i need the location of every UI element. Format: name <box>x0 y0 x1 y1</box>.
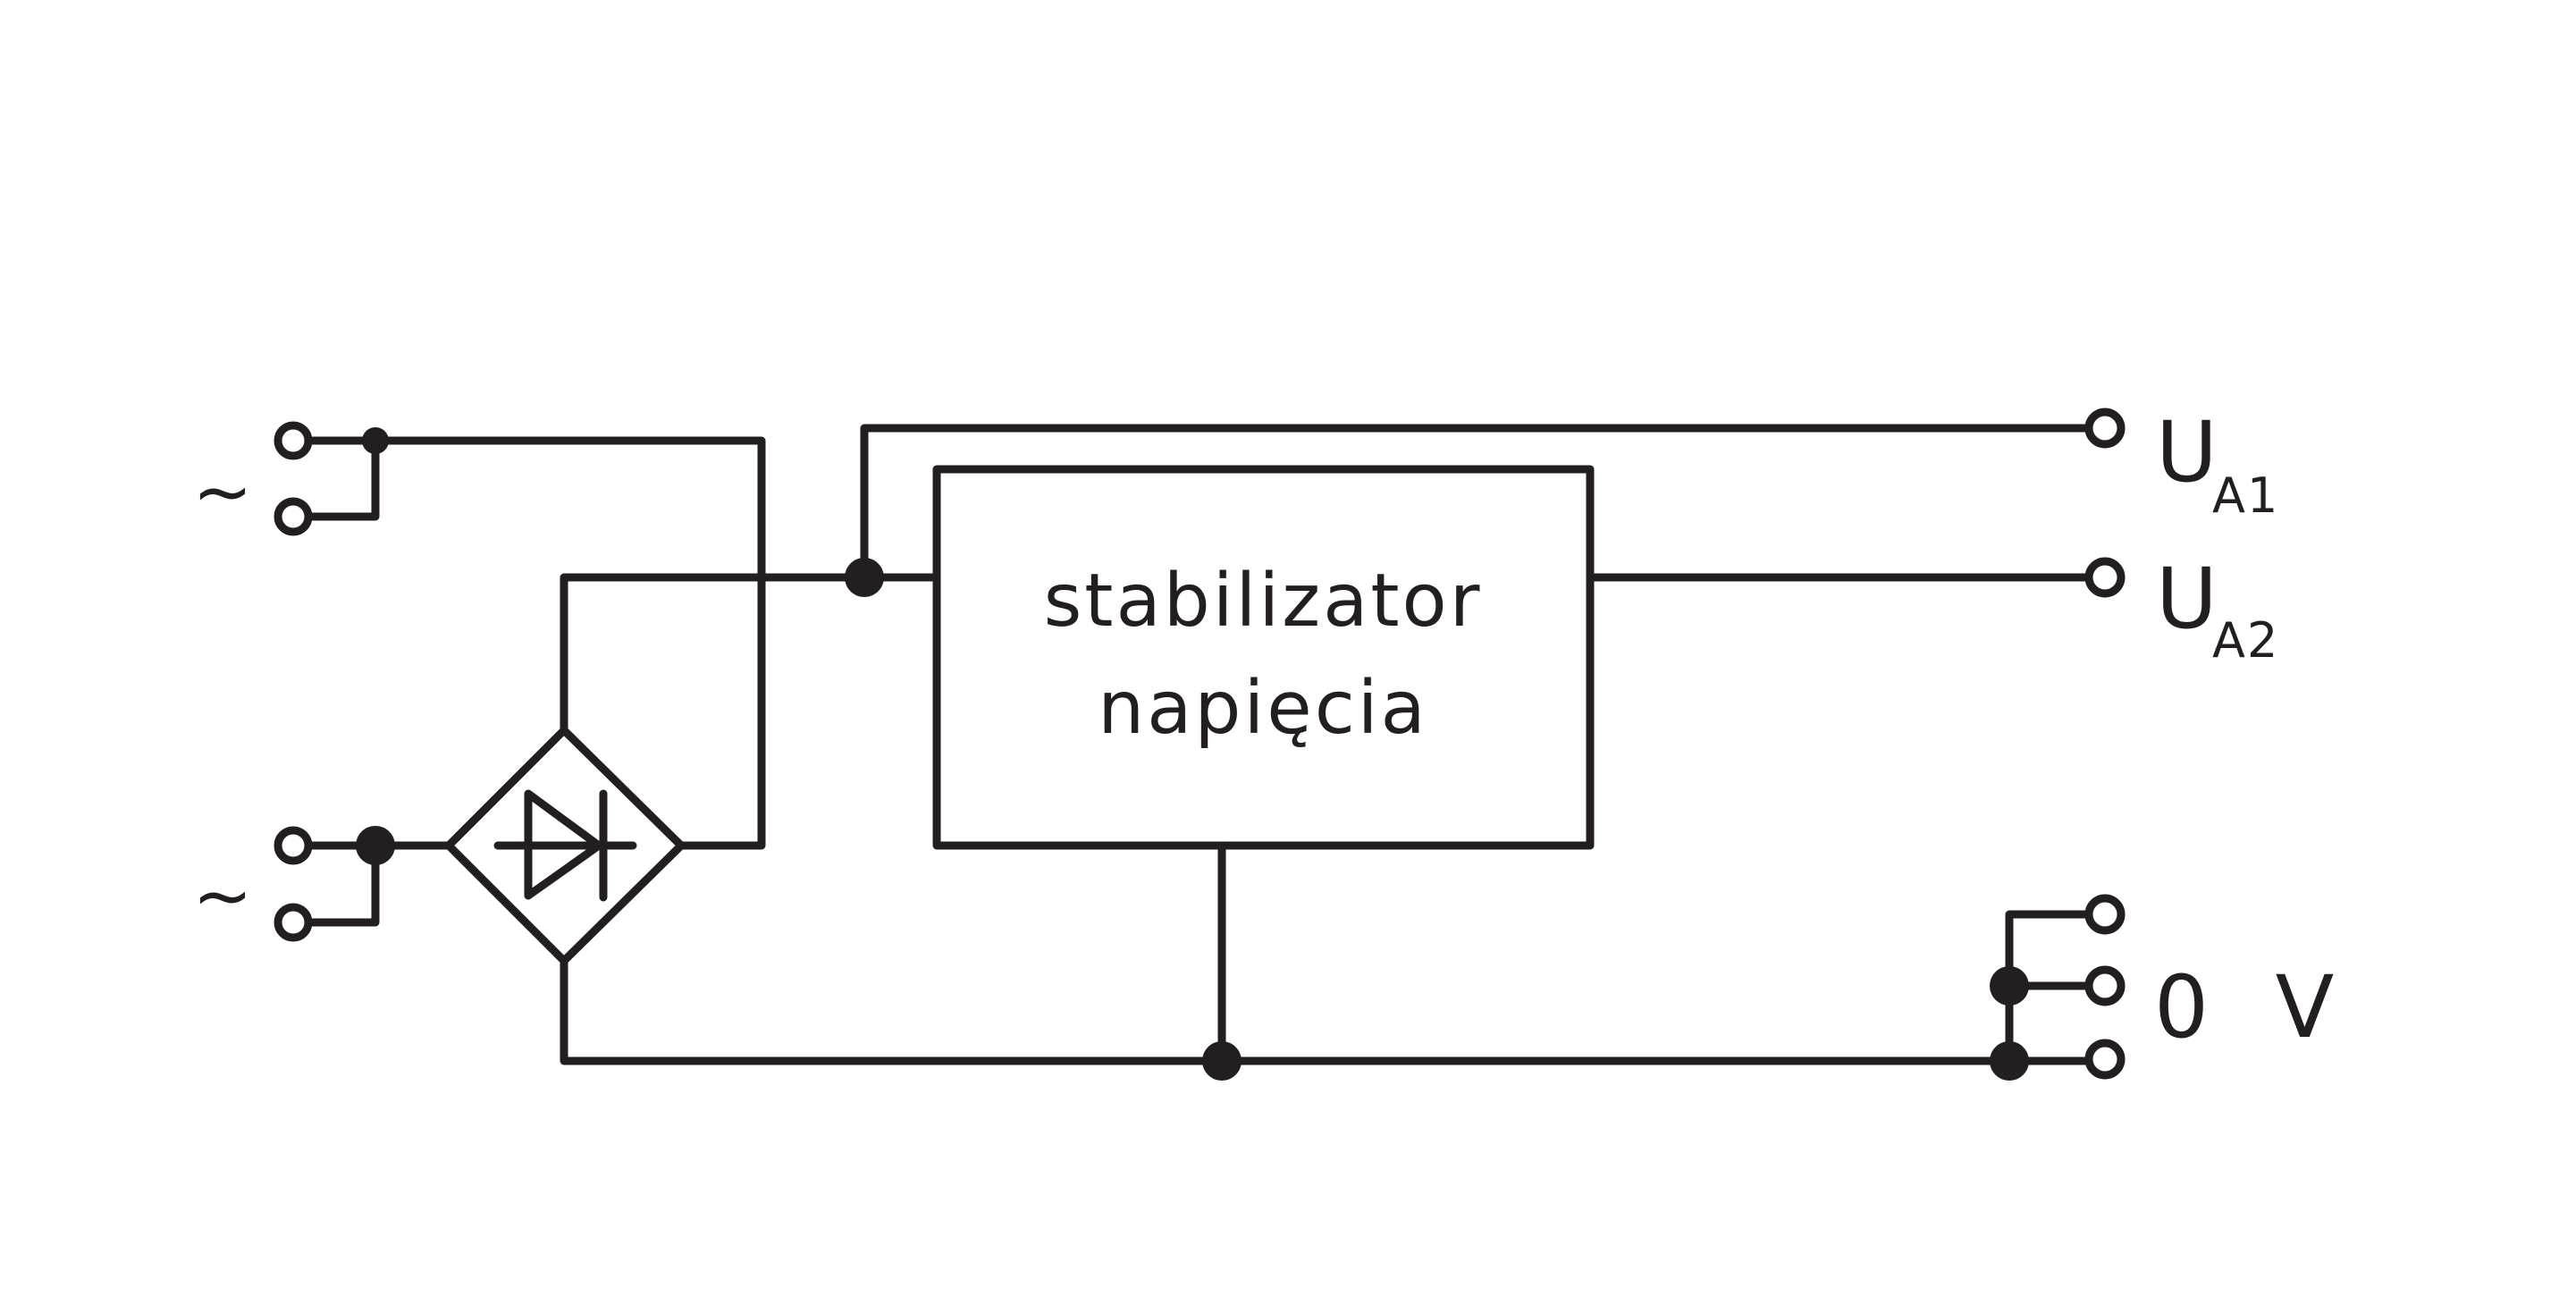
stabilizer-label-line2: napięcia <box>1098 666 1428 751</box>
ac-input-1-junction <box>362 427 389 454</box>
ac-input-1-bridge-wire <box>308 436 380 521</box>
ua2-terminal[interactable] <box>2084 557 2126 598</box>
ac-input-1-terminal-b[interactable] <box>274 497 313 536</box>
ground-terminal-1[interactable] <box>2084 894 2126 935</box>
ua1-label-sub: A1 <box>2212 467 2279 524</box>
ua1-wire <box>860 424 2090 582</box>
ground-terminal-3[interactable] <box>2084 1039 2126 1080</box>
ua2-label: U A2 <box>2156 551 2279 669</box>
ground-terminal-2[interactable] <box>2084 965 2126 1006</box>
ac-input-1-terminal-a[interactable] <box>274 421 313 460</box>
stabilizer-label-line1: stabilizator <box>1044 559 1483 644</box>
ac-input-1-tilde: ~ <box>192 450 252 534</box>
ground-junction-bottom <box>1990 1041 2029 1081</box>
ua1-label: U A1 <box>2156 404 2279 524</box>
stabilizer-box <box>932 465 1595 850</box>
ac-input-2-junction <box>356 826 395 865</box>
ac-input-2-bridge-wire <box>308 841 380 927</box>
ac-input-1-wire <box>308 436 766 850</box>
ua1-label-main: U <box>2156 404 2218 501</box>
ac-input-2-group: ~ <box>192 826 453 942</box>
ground-label: 0 V <box>2154 957 2353 1057</box>
stabilizer-ground-junction <box>1202 1041 1242 1081</box>
ground-junction-middle <box>1990 966 2029 1006</box>
stabilizer-block: stabilizator napięcia <box>932 465 1595 850</box>
dc-positive-junction <box>845 558 884 597</box>
ua1-terminal[interactable] <box>2084 408 2126 449</box>
ac-input-2-terminal-b[interactable] <box>274 903 313 942</box>
ua2-label-sub: A2 <box>2212 612 2279 669</box>
ac-input-1-group: ~ <box>192 421 766 850</box>
bridge-rectifier <box>444 726 686 965</box>
dc-positive-wire <box>560 573 941 735</box>
ground-bus <box>560 956 2090 1065</box>
diode-icon <box>493 789 637 902</box>
ua2-label-main: U <box>2156 551 2218 648</box>
ac-input-2-terminal-a[interactable] <box>274 826 313 865</box>
ac-input-2-tilde: ~ <box>192 854 252 938</box>
